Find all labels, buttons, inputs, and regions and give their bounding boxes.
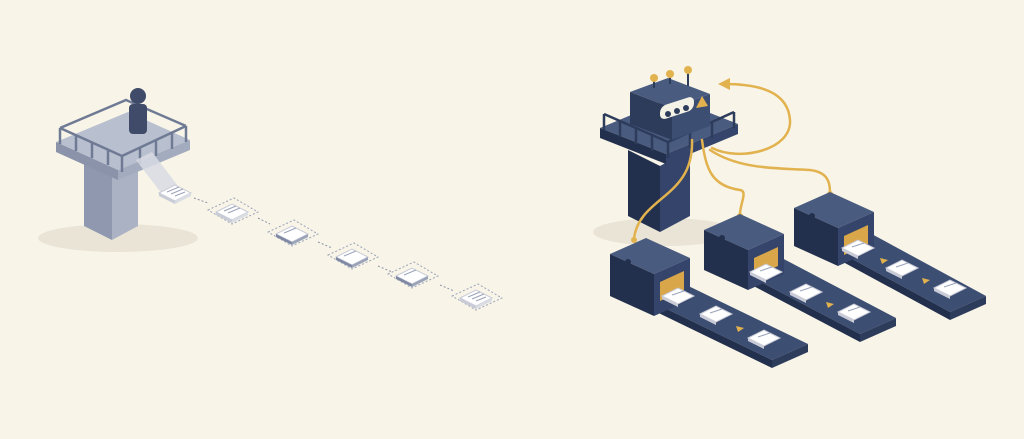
machine-top [794,192,874,228]
document-card [386,261,440,289]
auto-column-right [660,150,690,232]
person-head [130,88,146,104]
manual-watchtower [38,88,198,252]
document-card [932,279,968,299]
document-card [206,197,260,225]
antenna-group [650,66,692,88]
automated-tower [593,66,738,246]
document-card [748,263,784,283]
machine-top [610,238,690,274]
wire-node [631,237,637,243]
control-dot [674,108,680,114]
document-card [450,283,504,311]
conveyor-belt-end [950,296,986,320]
machine-knob [809,213,815,219]
document-card [698,305,734,325]
wire-to-machine-3 [708,148,832,194]
antenna-tip [666,70,674,78]
conveyor-belt-end [860,318,896,342]
document-card [660,287,696,307]
belt-arrow-icon [922,278,930,284]
tower-railing [58,98,188,172]
conveyor-belt-side [832,248,950,320]
belt-arrow-icon [826,302,834,308]
auto-platform-front-left [600,128,666,164]
machine-front-left [610,254,654,316]
auto-tower-railing [602,110,736,158]
paper-chute [136,152,178,194]
trail-arrow [377,265,393,273]
antenna-tip [650,74,658,82]
control-dot [683,105,689,111]
document-card [746,329,782,349]
document-card [840,239,876,259]
document-card [157,184,193,204]
automation-control-box [630,78,710,140]
processing-machine-3 [794,192,986,320]
trail-arrow [257,217,271,225]
machine-knob [719,235,725,241]
processing-machine-2 [704,214,896,342]
trail-arrow [193,197,209,204]
tower-shadow [38,224,198,252]
auto-column-left [628,150,660,232]
document-card [788,283,824,303]
tower-column-left [84,162,112,240]
belt-arrow-icon [736,326,744,332]
control-box-front-left [630,92,672,140]
document-card [884,259,920,279]
trail-arrow [317,241,333,249]
arrow-head-icon [718,78,730,90]
machine-front-left [704,230,748,290]
antenna-tip [684,66,692,74]
conveyor-belt-side [640,296,772,368]
machine-knob [625,259,631,265]
tower-column-right [112,162,138,240]
auto-tower-shadow [593,218,737,246]
wire-loop-arrow [710,82,792,156]
wire-to-machine-2 [700,138,745,216]
processing-machine-1 [610,238,808,368]
warning-triangle-icon [696,96,708,108]
wire-to-machine-1 [632,138,694,240]
machine-front-left [794,208,838,266]
person-body [129,104,147,134]
signal-wires [631,78,833,243]
document-trail [157,184,504,311]
document-card [326,242,380,270]
conveyor-belt-end [772,344,808,368]
conveyor-belt-side [742,272,860,342]
document-card [266,219,320,247]
control-dot [665,111,671,117]
tower-platform-top [56,112,190,170]
trail-arrow [439,284,455,292]
tower-platform-front-left [56,142,118,180]
belt-arrow-icon [880,258,888,264]
machine-top [704,214,784,250]
document-card [836,303,872,323]
person-figure [129,88,147,134]
